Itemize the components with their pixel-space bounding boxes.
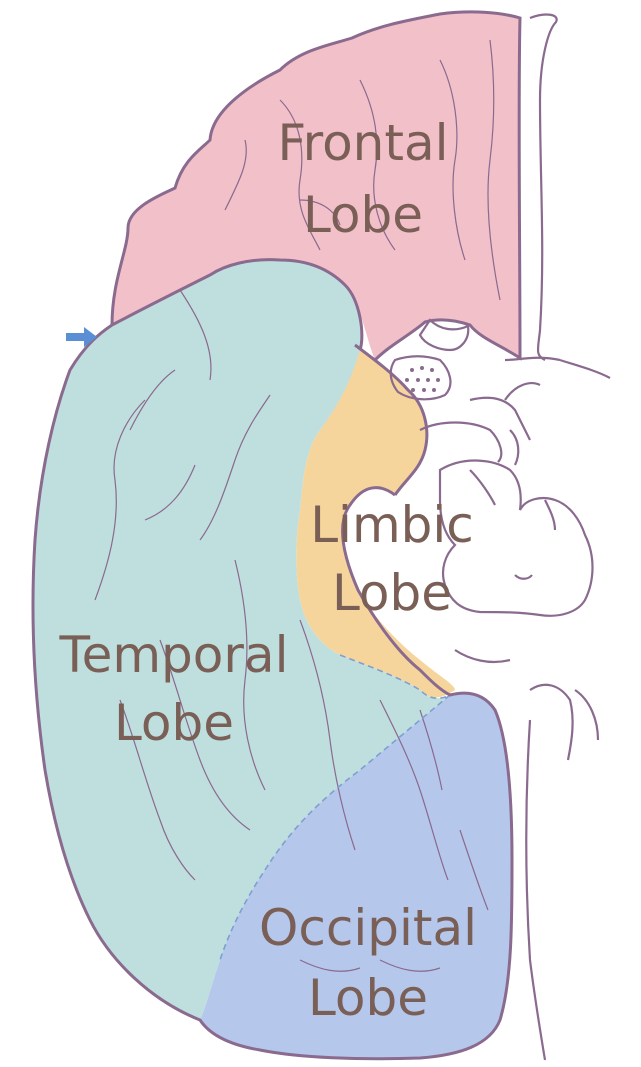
temporal-lobe-label-line1: Temporal bbox=[34, 630, 314, 680]
occipital-lobe-label-line1: Occipital bbox=[238, 903, 498, 953]
occipital-lobe-label-line2: Lobe bbox=[238, 973, 498, 1023]
limbic-lobe-label-line1: Limbic bbox=[292, 500, 492, 550]
limbic-lobe-label: Limbic Lobe bbox=[292, 500, 492, 618]
frontal-lobe-label-line1: Frontal bbox=[258, 118, 468, 168]
frontal-lobe-label-line2: Lobe bbox=[258, 190, 468, 240]
olfactory-dots bbox=[405, 366, 440, 392]
temporal-lobe-label-line2: Lobe bbox=[34, 698, 314, 748]
limbic-lobe-label-line2: Lobe bbox=[292, 568, 492, 618]
occipital-lobe-label: Occipital Lobe bbox=[238, 903, 498, 1023]
frontal-lobe-label: Frontal Lobe bbox=[258, 118, 468, 240]
temporal-lobe-label: Temporal Lobe bbox=[34, 630, 314, 748]
